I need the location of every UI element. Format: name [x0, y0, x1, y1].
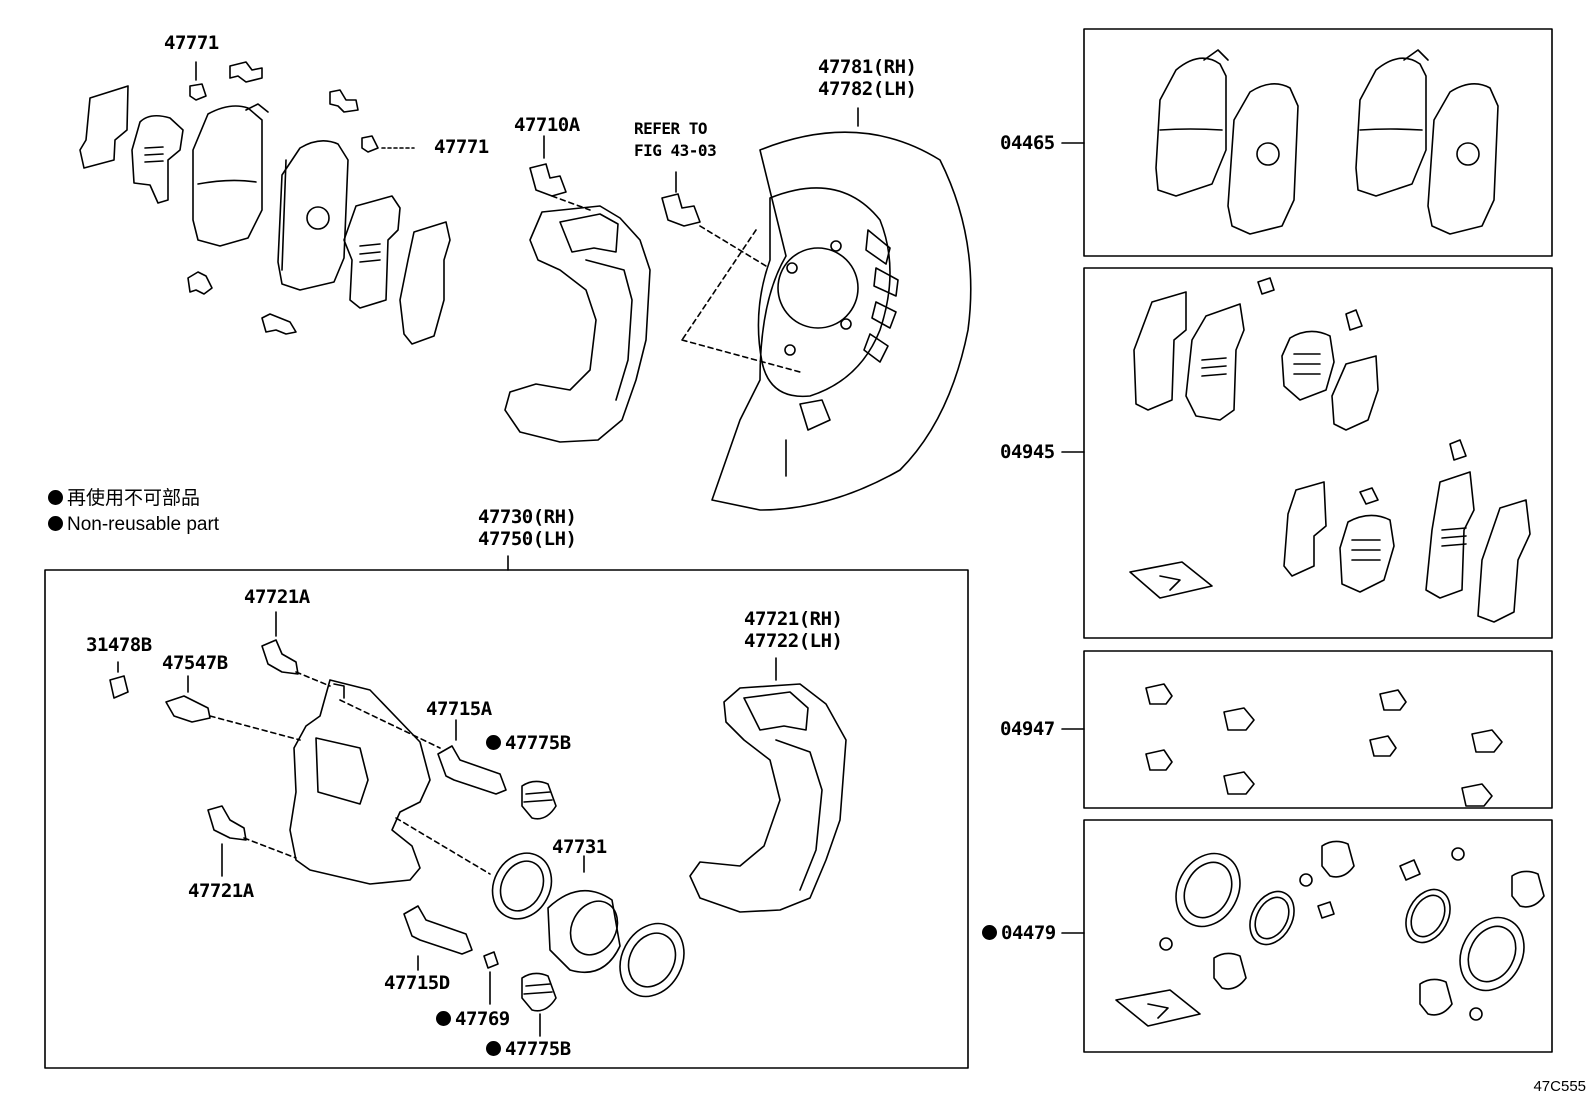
caliper-assembly-box [44, 569, 969, 1069]
figure-code: 47C555 [1533, 1078, 1586, 1095]
kit-box-04945 [1083, 267, 1553, 639]
label-kit-04479-text: 04479 [1001, 922, 1056, 944]
label-47722: 47722(LH) [744, 630, 843, 652]
kit-leader-lines [507, 142, 1085, 934]
label-kit-04947: 04947 [1000, 718, 1055, 740]
label-47775B-top: 47775B [486, 732, 571, 754]
label-47775B-bottom: 47775B [486, 1038, 571, 1060]
label-refer-line2: FIG 43-03 [634, 141, 717, 160]
label-47721A-top: 47721A [244, 586, 310, 608]
legend-jp: 再使用不可部品 [48, 487, 200, 511]
label-kit-04945: 04945 [1000, 441, 1055, 463]
legend-en-text: Non-reusable part [67, 514, 220, 535]
kit-04465-pads [1155, 49, 1499, 235]
non-reusable-dot-icon [48, 516, 63, 531]
label-47775B-bottom-text: 47775B [505, 1038, 571, 1060]
label-31478B: 31478B [86, 634, 152, 656]
caliper-assembly-parts [109, 611, 847, 1037]
non-reusable-dot-icon [486, 735, 501, 750]
label-47710A: 47710A [514, 114, 580, 136]
label-47730: 47730(RH) [478, 506, 577, 528]
non-reusable-dot-icon [982, 925, 997, 940]
dust-shield [711, 107, 972, 511]
non-reusable-dot-icon [436, 1011, 451, 1026]
label-47769-text: 47769 [455, 1008, 510, 1030]
label-47750: 47750(LH) [478, 528, 577, 550]
label-47721A-bottom: 47721A [188, 880, 254, 902]
kit-04479-seals [1115, 840, 1545, 1027]
label-47547B: 47547B [162, 652, 228, 674]
label-47771-top: 47771 [164, 32, 219, 54]
kit-box-04479 [1083, 819, 1553, 1053]
legend-en: Non-reusable part [48, 513, 219, 537]
kit-box-04465 [1083, 28, 1553, 257]
label-refer-line1: REFER TO [634, 119, 708, 138]
label-47782: 47782(LH) [818, 78, 917, 100]
non-reusable-dot-icon [486, 1041, 501, 1056]
label-47771-right: 47771 [434, 136, 489, 158]
non-reusable-dot-icon [48, 490, 63, 505]
label-47781: 47781(RH) [818, 56, 917, 78]
label-47731: 47731 [552, 836, 607, 858]
legend-jp-text: 再使用不可部品 [67, 488, 201, 509]
kit-04945-shims [1129, 277, 1531, 623]
label-47775B-top-text: 47775B [505, 732, 571, 754]
label-47721: 47721(RH) [744, 608, 843, 630]
label-kit-04479: 04479 [982, 922, 1056, 944]
bracket-top-group [504, 135, 801, 443]
label-47769: 47769 [436, 1008, 510, 1030]
label-kit-04465: 04465 [1000, 132, 1055, 154]
label-47715A: 47715A [426, 698, 492, 720]
pad-group-top-left [79, 61, 451, 345]
label-47715D: 47715D [384, 972, 450, 994]
kit-04947-clips [1145, 683, 1503, 807]
